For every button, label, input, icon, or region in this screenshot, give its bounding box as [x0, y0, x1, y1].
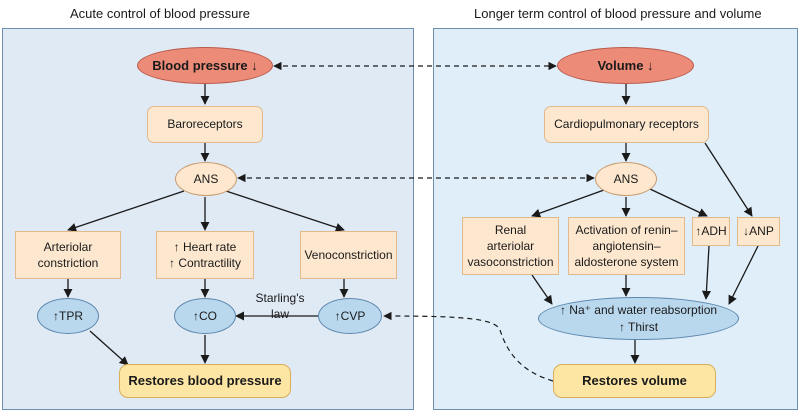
- arrow-ans-to-adh: [649, 188, 708, 217]
- blood-pressure-node: Blood pressure ↓: [137, 47, 273, 84]
- ans-left-node: ANS: [175, 162, 237, 196]
- title-longer-term: Longer term control of blood pressure an…: [474, 6, 762, 21]
- restores-volume-node: Restores volume: [553, 364, 716, 398]
- renal-vasoconstriction-node: Renal arteriolar vasoconstriction: [462, 217, 559, 275]
- panel-acute: [2, 28, 414, 410]
- arrow-adh-to-na: [701, 245, 712, 300]
- cvp-node: ↑CVP: [318, 298, 382, 334]
- arrow-ans-to-renal: [531, 189, 605, 218]
- na-water-reabsorption-node: ↑ Na⁺ and water reabsorption ↑ Thirst: [538, 297, 739, 340]
- arrow-ans-to-veno: [225, 190, 345, 232]
- raas-activation-node: Activation of renin– angiotensin– aldost…: [568, 217, 685, 275]
- title-acute: Acute control of blood pressure: [70, 6, 250, 21]
- arrow-ans-to-arteriolar: [67, 190, 185, 232]
- venoconstriction-node: Venoconstriction: [300, 231, 397, 279]
- anp-node: ↓ANP: [737, 217, 780, 246]
- tpr-node: ↑TPR: [37, 298, 99, 334]
- volume-node: Volume ↓: [557, 47, 694, 84]
- restores-blood-pressure-node: Restores blood pressure: [119, 364, 291, 398]
- co-node: ↑CO: [174, 298, 236, 334]
- arrow-anp-to-na: [728, 245, 759, 305]
- arrow-cardio-to-anp: [704, 142, 753, 217]
- baroreceptors-node: Baroreceptors: [147, 106, 263, 143]
- dashed-restores-to-cvp: [383, 311, 554, 382]
- adh-node: ↑ADH: [692, 217, 730, 246]
- heart-rate-contractility-node: ↑ Heart rate ↑ Contractility: [156, 231, 254, 279]
- cardiopulmonary-receptors-node: Cardiopulmonary receptors: [544, 106, 709, 143]
- arrow-tpr-to-restores: [89, 330, 129, 366]
- ans-right-node: ANS: [595, 162, 657, 196]
- arrow-renal-to-na: [531, 274, 553, 305]
- arteriolar-constriction-node: Arteriolar constriction: [15, 231, 121, 279]
- starlings-law-label: Starling's law: [255, 291, 305, 321]
